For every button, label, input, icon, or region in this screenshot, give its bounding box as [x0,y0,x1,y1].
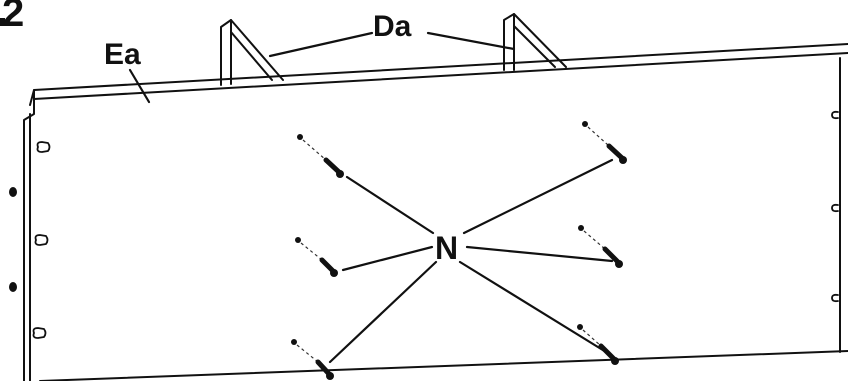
label-ea: Ea [104,38,141,71]
screw-6 [577,324,619,365]
leader-line-ea [128,68,151,104]
label-da: Da [373,10,412,43]
panel-outline [23,43,848,381]
leader-lines-n [328,158,614,364]
screw-3 [291,339,334,380]
leader-lines-da [268,31,516,58]
keyhole-slots-left [32,141,51,339]
screw-1 [297,134,344,178]
screw-4 [582,121,627,164]
screw-2 [295,237,338,277]
step-number: 2 [2,0,24,35]
step-number-dot [0,18,5,26]
bracket-left [220,19,284,86]
left-edge-knobs [9,187,17,292]
keyhole-slots-right [831,110,839,303]
label-n: N [435,230,458,266]
screw-5 [578,225,623,268]
